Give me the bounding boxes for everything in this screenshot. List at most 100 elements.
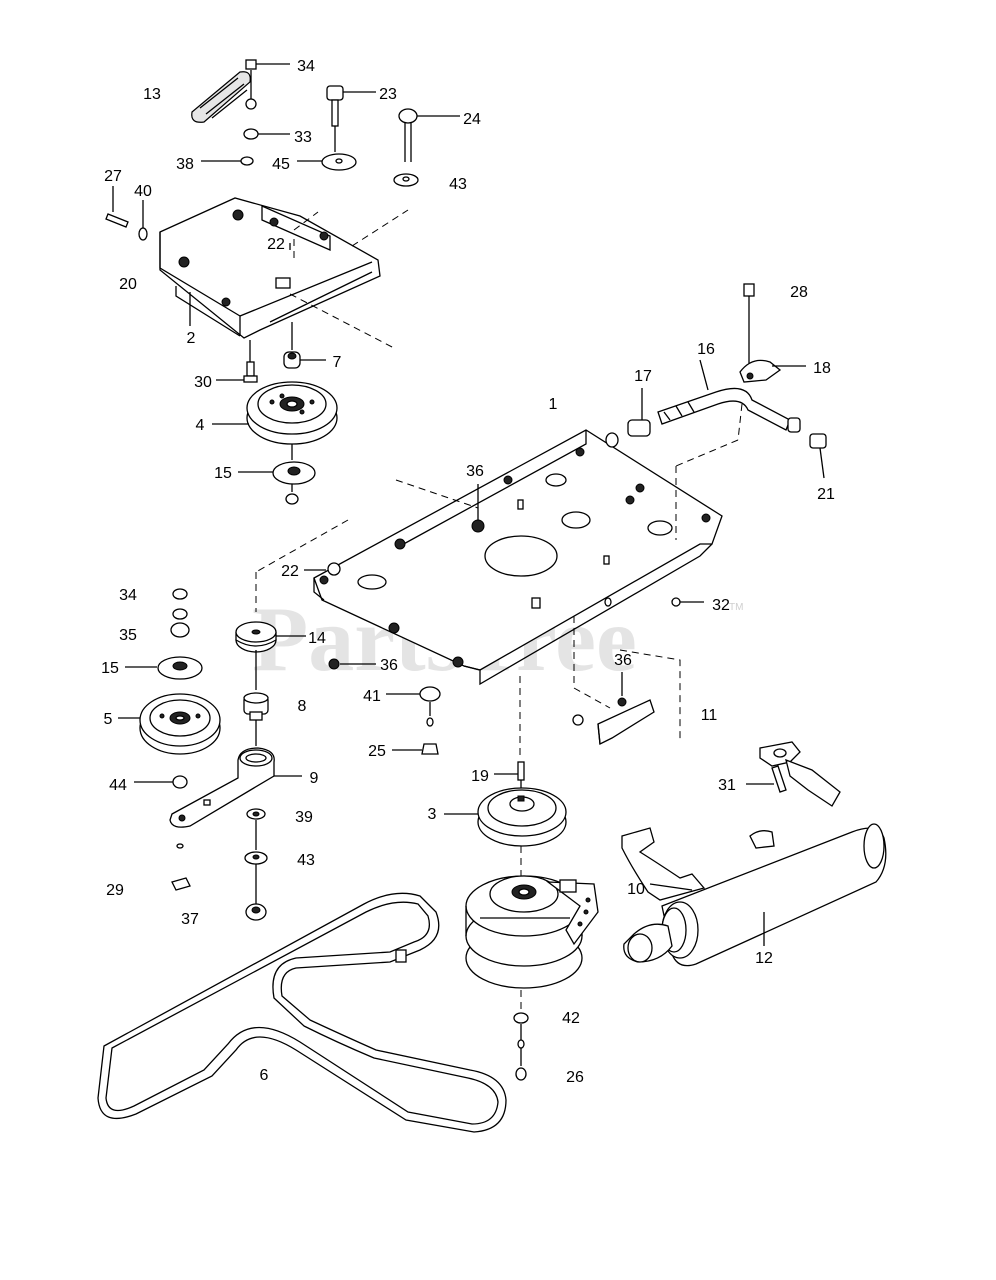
part-32-nut (671, 597, 704, 607)
part-label-8: 8 (298, 698, 307, 715)
part-40-washer (138, 200, 148, 241)
part-35-nut (170, 608, 190, 638)
part-clutch (465, 875, 599, 989)
part-22-nut (327, 562, 341, 576)
part-label-33: 33 (294, 129, 312, 146)
part-label-16: 16 (697, 341, 715, 358)
part-label-31: 31 (718, 777, 736, 794)
part-label-30: 30 (194, 374, 212, 391)
part-21-fitting (787, 417, 827, 479)
part-label-13: 13 (143, 86, 161, 103)
part-43-washer-top (393, 173, 419, 187)
part-label-32: 32 (712, 597, 730, 614)
part-38-washer (201, 156, 254, 166)
part-label-36: 36 (614, 652, 632, 669)
part-17-fitting (605, 388, 651, 448)
part-label-37: 37 (181, 911, 199, 928)
part-1-plate (313, 429, 723, 686)
part-30-bolt (216, 340, 258, 383)
part-18-clamp (739, 359, 806, 383)
part-label-4: 4 (196, 417, 205, 434)
part-33-nut (243, 128, 290, 140)
part-label-17: 17 (634, 368, 652, 385)
part-label-21: 21 (817, 486, 835, 503)
part-27-bolt (105, 186, 129, 228)
part-label-25: 25 (368, 743, 386, 760)
part-label-28: 28 (790, 284, 808, 301)
part-39-washer (246, 808, 266, 820)
part-8-bushing (243, 692, 269, 721)
part-label-42: 42 (562, 1010, 580, 1027)
part-3-pulley (444, 787, 567, 847)
part-23-bolt (326, 85, 376, 152)
part-label-44: 44 (109, 777, 127, 794)
part-36-nut-under (328, 658, 376, 670)
part-nut-lower-left (245, 903, 267, 921)
part-label-34: 34 (297, 58, 315, 75)
part-label-6: 6 (260, 1067, 269, 1084)
part-label-38: 38 (176, 156, 194, 173)
part-9-arm (169, 747, 302, 828)
part-15-bearing-left (125, 656, 203, 680)
part-43-washer-left (244, 851, 268, 865)
part-41-washer (386, 686, 441, 727)
part-label-22: 22 (267, 236, 285, 253)
part-label-40: 40 (134, 183, 152, 200)
part-label-7: 7 (333, 354, 342, 371)
part-13-grip (191, 71, 251, 123)
part-7-spacer (283, 322, 326, 369)
part-label-18: 18 (813, 360, 831, 377)
part-label-22: 22 (281, 563, 299, 580)
part-label-10: 10 (627, 881, 645, 898)
part-label-45: 45 (272, 156, 290, 173)
part-37-clip (171, 877, 191, 891)
part-6-belt (97, 892, 507, 1133)
part-24-pin (398, 108, 460, 162)
part-label-9: 9 (310, 770, 319, 787)
part-10-exhaust-pipe (621, 827, 706, 901)
part-44-nut (134, 775, 188, 789)
part-label-3: 3 (428, 806, 437, 823)
part-nut-under-15 (285, 493, 299, 505)
part-2-bracket (159, 197, 381, 339)
part-label-20: 20 (119, 276, 137, 293)
part-19-key (494, 761, 525, 781)
part-label-14: 14 (308, 630, 326, 647)
part-label-15: 15 (101, 660, 119, 677)
part-25-nut (392, 743, 439, 755)
part-11-bracket (572, 616, 681, 746)
part-label-29: 29 (106, 882, 124, 899)
part-28-bolt (743, 283, 755, 366)
part-label-5: 5 (104, 711, 113, 728)
watermark-tm: TM (729, 602, 743, 613)
part-29-pin (176, 843, 184, 849)
part-label-15: 15 (214, 465, 232, 482)
part-45-washer (297, 153, 357, 171)
part-34-nut-top (245, 59, 290, 110)
part-label-34: 34 (119, 587, 137, 604)
part-label-26: 26 (566, 1069, 584, 1086)
part-4-pulley (212, 381, 338, 445)
part-label-12: 12 (755, 950, 773, 967)
part-label-23: 23 (379, 86, 397, 103)
part-label-36: 36 (466, 463, 484, 480)
part-31-gasket (746, 741, 841, 807)
part-5-pulley (118, 693, 221, 755)
part-label-41: 41 (363, 688, 381, 705)
part-42-washer (513, 1012, 529, 1040)
part-label-27: 27 (104, 168, 122, 185)
part-label-2: 2 (187, 330, 196, 347)
part-label-11: 11 (701, 707, 718, 724)
part-label-43: 43 (449, 176, 467, 193)
part-34-nut-left (172, 588, 188, 600)
part-label-19: 19 (471, 768, 489, 785)
part-label-35: 35 (119, 627, 137, 644)
part-label-1: 1 (549, 396, 558, 413)
part-26-bolt (515, 1039, 527, 1081)
part-16-pipe (657, 359, 791, 431)
part-14-spacer (235, 621, 306, 653)
part-label-24: 24 (463, 111, 481, 128)
part-12-muffler (623, 823, 887, 967)
